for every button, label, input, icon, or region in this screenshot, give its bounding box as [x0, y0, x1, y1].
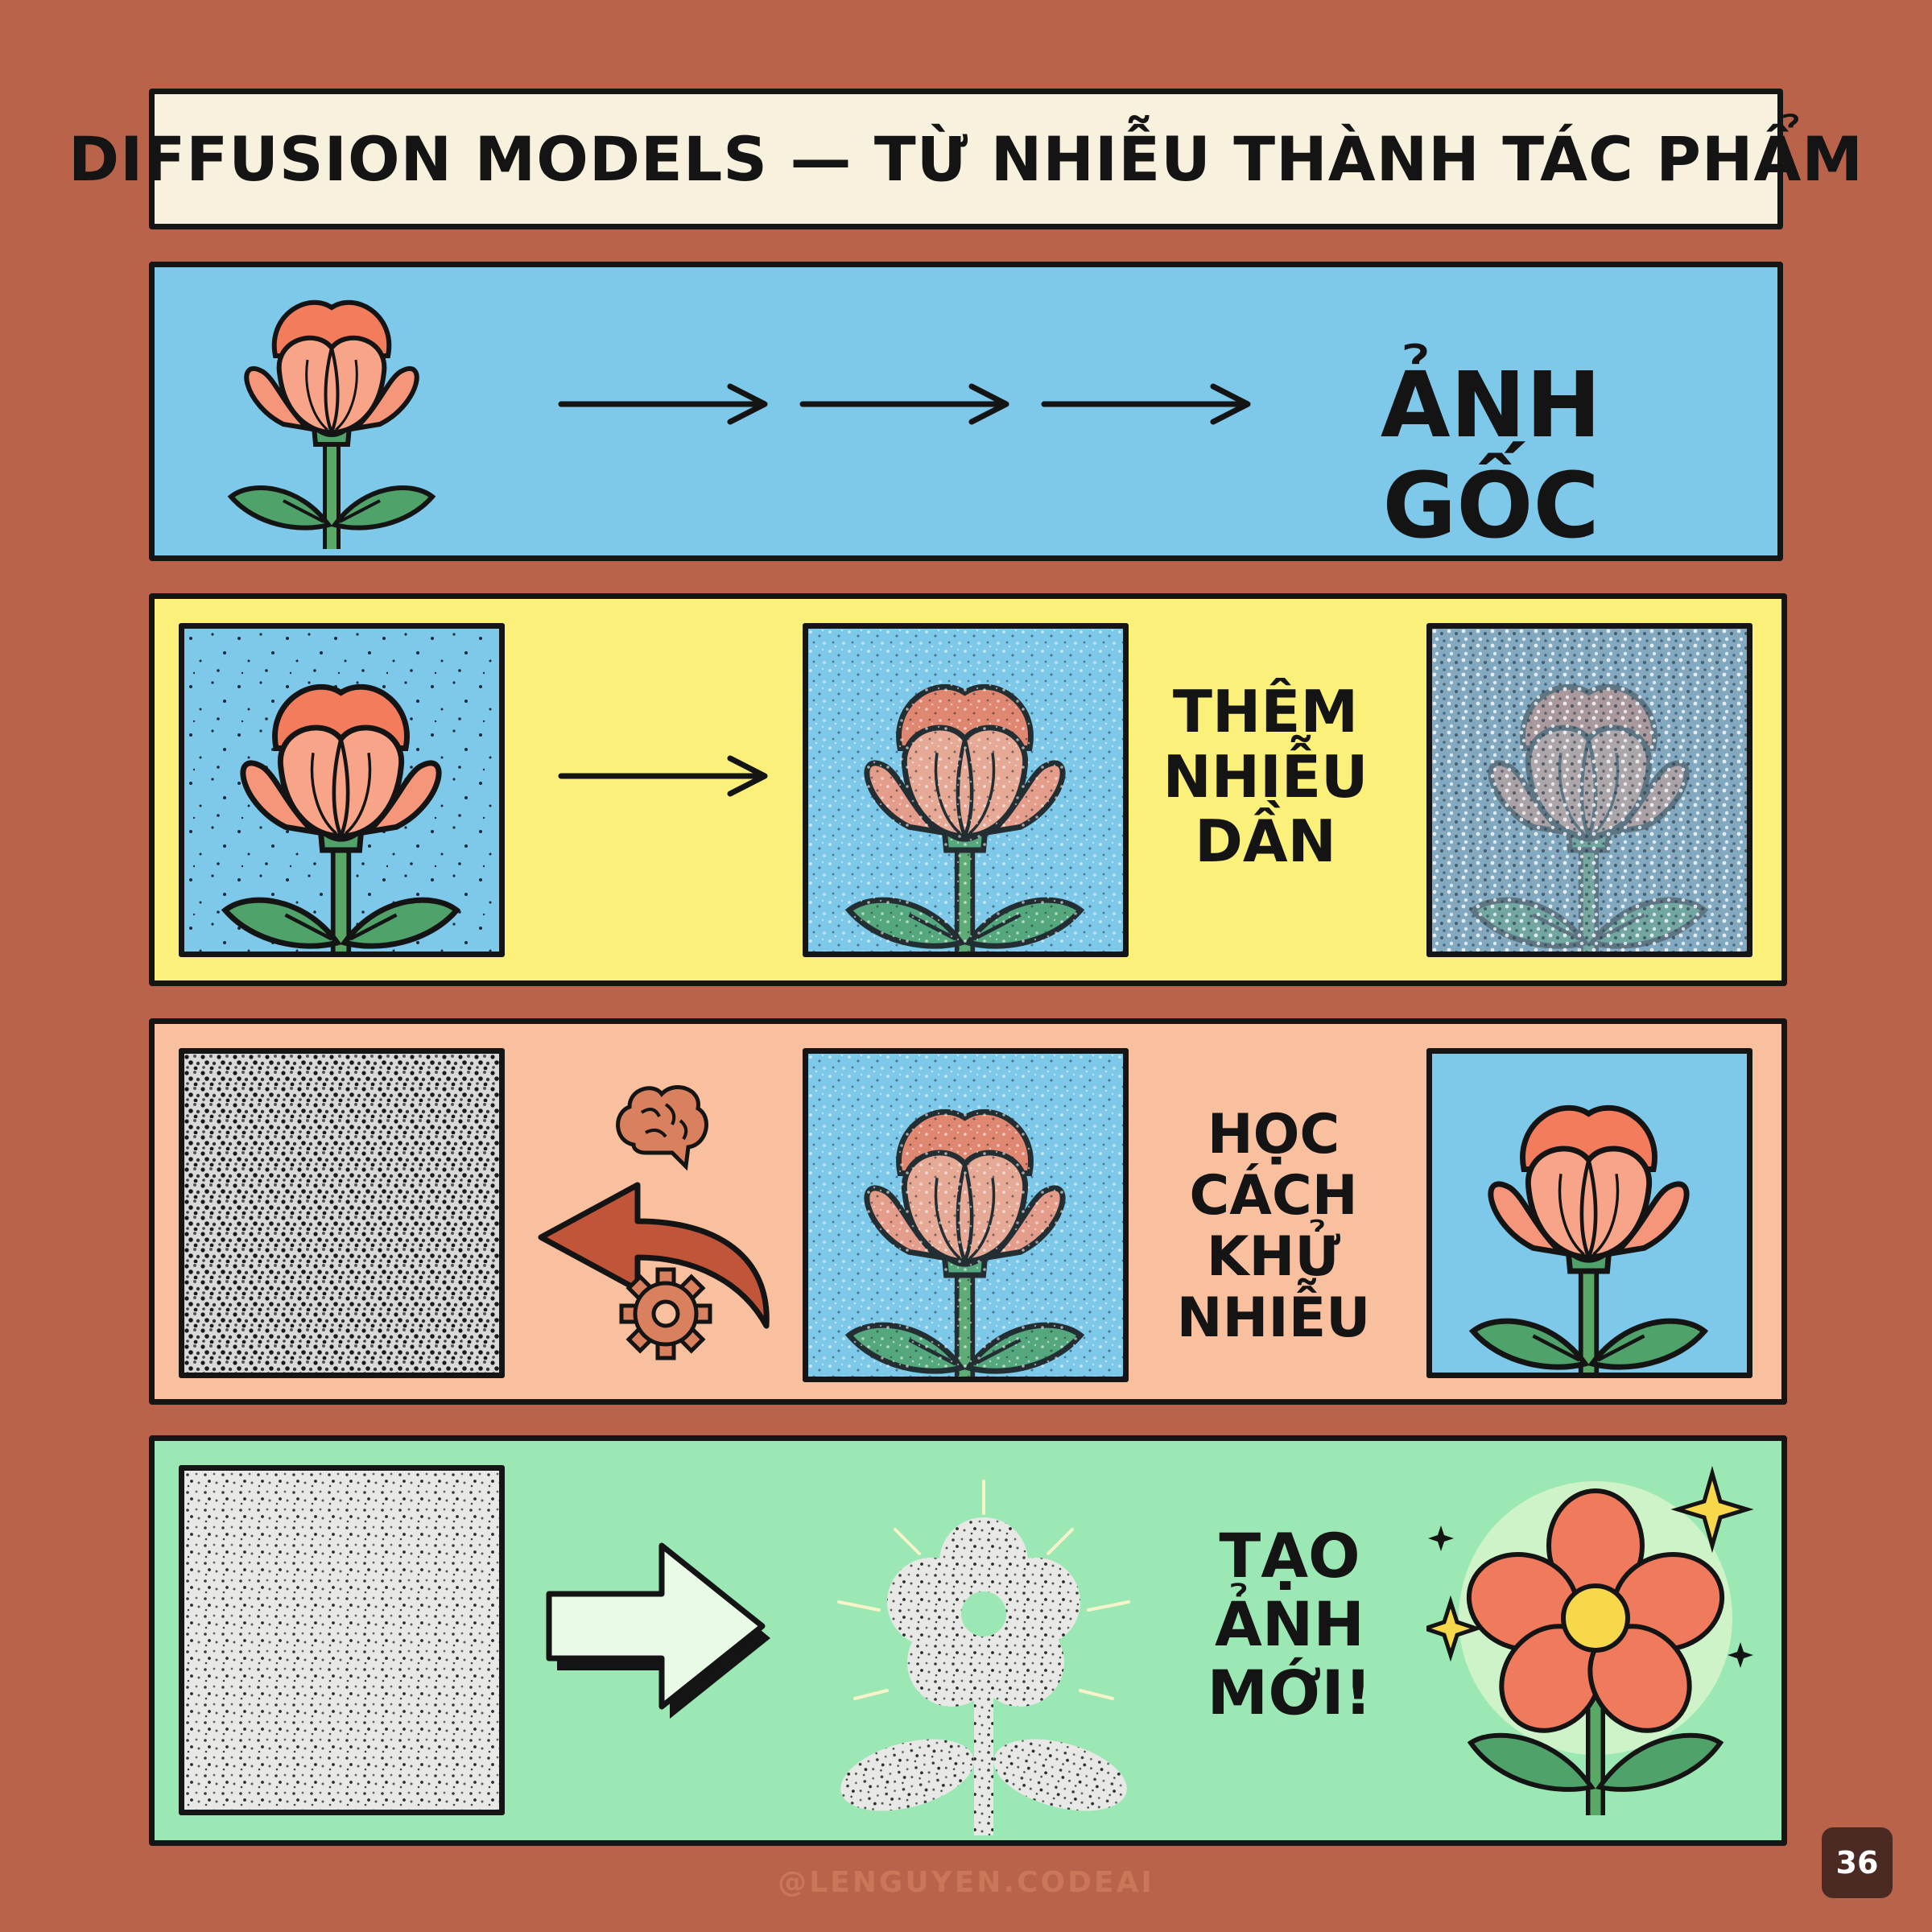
image-tile-heavy-noise	[1426, 623, 1752, 957]
step-denoise-panel: HỌC CÁCH KHỬ NHIỄU	[149, 1018, 1787, 1405]
image-tile-medium-noise	[803, 1048, 1129, 1382]
gear-icon	[619, 1267, 712, 1360]
page-title: DIFFUSION MODELS — TỪ NHIỄU THÀNH TÁC PH…	[68, 123, 1864, 195]
image-tile-clean	[1426, 1048, 1752, 1378]
step-label: THÊM NHIỄU DẦN	[1162, 678, 1368, 876]
step-add-noise-panel: THÊM NHIỄU DẦN	[149, 593, 1787, 986]
flower-icon	[227, 283, 436, 557]
big-arrow-right-icon	[546, 1542, 770, 1719]
image-tile-pure-noise	[179, 1465, 505, 1815]
watermark: @LENGUYEN.CODEAI	[778, 1866, 1154, 1899]
arrow-right-icon	[558, 383, 768, 425]
image-tile-pure-noise	[179, 1048, 505, 1378]
image-tile-light-noise	[179, 623, 505, 957]
new-flower-image	[1426, 1465, 1754, 1815]
step-label: ẢNH GỐC	[1380, 353, 1602, 559]
page-number-badge: 36	[1822, 1827, 1893, 1898]
step-label: HỌC CÁCH KHỬ NHIỄU	[1176, 1103, 1371, 1351]
title-bar: DIFFUSION MODELS — TỪ NHIỄU THÀNH TÁC PH…	[68, 89, 1863, 229]
image-tile-medium-noise	[803, 623, 1129, 957]
arrow-right-icon	[799, 383, 1009, 425]
step-original-panel: ẢNH GỐC	[149, 262, 1783, 561]
arrow-right-icon	[1041, 383, 1251, 425]
arrow-right-icon	[558, 755, 768, 797]
step-label: TẠO ẢNH MỚI!	[1207, 1520, 1373, 1729]
noisy-flower-image	[837, 1480, 1130, 1835]
brain-icon	[616, 1085, 708, 1171]
curved-arrow-left-icon	[538, 1182, 770, 1329]
sparkle-icon	[1426, 1465, 1754, 1668]
step-generate-panel: TẠO ẢNH MỚI!	[149, 1435, 1787, 1846]
